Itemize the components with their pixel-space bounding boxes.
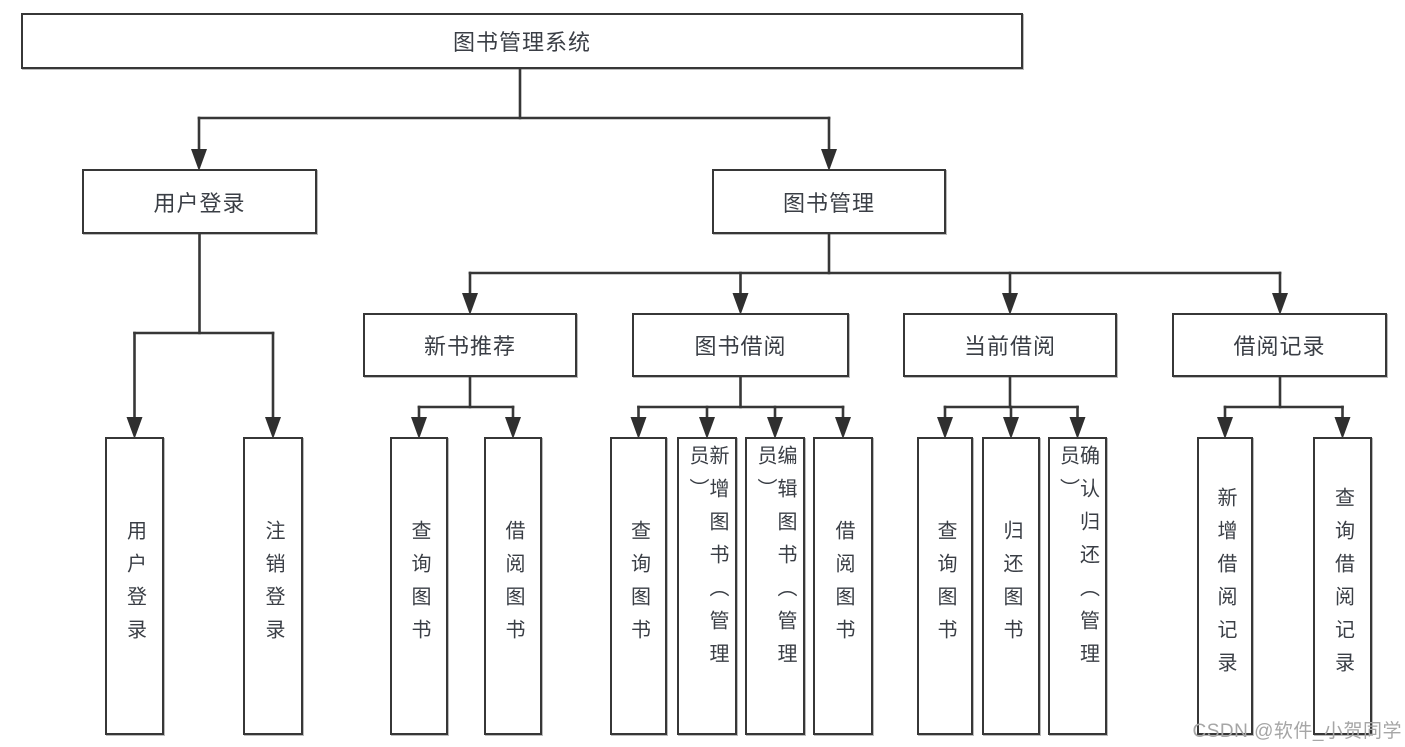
leaf-query-borrow-record: 查询借阅记录 [1313,437,1372,735]
node-book-borrowing: 图书借阅 [632,313,849,377]
node-library-system: 图书管理系统 [21,13,1023,69]
leaf-borrow-books-recommend: 借阅图书 [484,437,542,735]
node-new-book-recommend: 新书推荐 [363,313,577,377]
leaf-query-books-borrowing: 查询图书 [610,437,667,735]
node-user-login: 用户登录 [82,169,317,234]
leaf-add-book-admin: 新增图书（管理员） [677,437,737,735]
leaf-confirm-return-admin: 确认归还（管理员） [1048,437,1107,735]
leaf-edit-book-admin: 编辑图书（管理员） [745,437,805,735]
node-borrow-records: 借阅记录 [1172,313,1387,377]
leaf-logout: 注销登录 [243,437,303,735]
leaf-user-login: 用户登录 [105,437,164,735]
watermark: CSDN @软件_小贺同学 [1192,721,1402,742]
leaf-query-books-recommend: 查询图书 [390,437,448,735]
node-current-borrowing: 当前借阅 [903,313,1117,377]
node-book-management: 图书管理 [712,169,946,234]
leaf-add-borrow-record: 新增借阅记录 [1197,437,1253,735]
leaf-return-books: 归还图书 [982,437,1040,735]
leaf-borrow-books-borrowing: 借阅图书 [813,437,873,735]
leaf-query-books-current: 查询图书 [917,437,973,735]
